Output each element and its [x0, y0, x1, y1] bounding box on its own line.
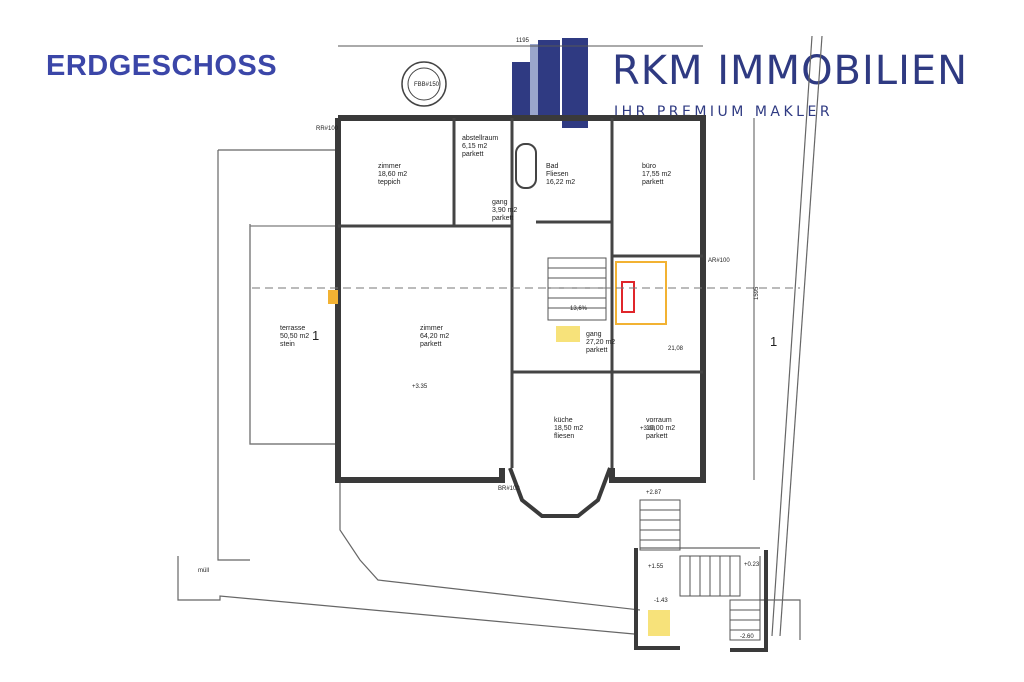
room-name: gang: [586, 331, 602, 338]
annotation: FBB#150: [414, 82, 440, 88]
section-mark: 1: [770, 334, 777, 349]
room-area: 10,00 m2: [646, 425, 675, 432]
annotation: AR#100: [708, 258, 730, 264]
room-name: zimmer: [378, 163, 402, 170]
room-floor: parkett: [492, 215, 513, 222]
room-floor: parkett: [420, 341, 441, 348]
room-floor: Fliesen: [546, 171, 569, 178]
room-area: 6,15 m2: [462, 143, 487, 150]
annotation: BR#100: [498, 486, 520, 492]
room-name: Bad: [546, 163, 559, 170]
room-area: 64,20 m2: [420, 333, 449, 340]
inner-walls: [338, 118, 703, 468]
plan-annotations: 1195 1595 1 1 +3.35 +3.00 +2.87 +1.55 +0…: [198, 38, 777, 640]
level-mark: +0.23: [744, 562, 760, 568]
entry-walls: [634, 548, 768, 652]
level-mark: +3.35: [412, 384, 428, 390]
room-name: terrasse: [280, 325, 305, 332]
room-name: büro: [642, 163, 656, 170]
room-name: vorraum: [646, 417, 672, 424]
room-area: 27,20 m2: [586, 339, 615, 346]
room-area: 17,55 m2: [642, 171, 671, 178]
room-labels: zimmer 18,60 m2 teppich abstellraum 6,15…: [280, 135, 675, 440]
brand-name: RKM IMMOBILIEN: [612, 48, 969, 94]
room-area: 16,22 m2: [546, 179, 575, 186]
company-logo: [512, 38, 588, 128]
room-floor: parkett: [646, 433, 667, 440]
room-area: 50,50 m2: [280, 333, 309, 340]
room-name: gang: [492, 199, 508, 206]
dimension-label: 1195: [516, 38, 530, 44]
room-name: zimmer: [420, 325, 444, 332]
room-name: küche: [554, 417, 573, 424]
room-floor: parkett: [462, 151, 483, 158]
round-feature: [401, 61, 447, 107]
property-boundary: [177, 35, 823, 640]
level-mark: +3.00: [640, 426, 656, 432]
bay-window: [508, 467, 612, 518]
room-area: 18,50 m2: [554, 425, 583, 432]
room-area: 18,60 m2: [378, 171, 407, 178]
room-floor: fliesen: [554, 433, 574, 440]
level-mark: +2.87: [646, 490, 662, 496]
dimension-label: 1595: [754, 286, 760, 300]
annotation: müll: [198, 568, 209, 574]
floor-title: ERDGESCHOSS: [46, 50, 278, 82]
room-floor: parkett: [586, 347, 607, 354]
annotation: 21,08: [668, 346, 684, 352]
dimension-lines: [338, 45, 755, 480]
annotation: 13,6%: [570, 306, 588, 312]
level-mark: -1.43: [654, 598, 668, 604]
section-mark: 1: [312, 328, 319, 343]
room-area: 3,90 m2: [492, 207, 517, 214]
level-mark: +1.55: [648, 564, 664, 570]
room-floor: stein: [280, 341, 295, 348]
bathtub: [515, 143, 537, 189]
room-floor: parkett: [642, 179, 663, 186]
highlight-area: [328, 261, 670, 636]
level-mark: -2.60: [740, 634, 754, 640]
room-name: abstellraum: [462, 135, 498, 142]
annotation: RR#100: [316, 126, 339, 132]
staircase: [547, 257, 761, 641]
room-floor: teppich: [378, 179, 401, 186]
